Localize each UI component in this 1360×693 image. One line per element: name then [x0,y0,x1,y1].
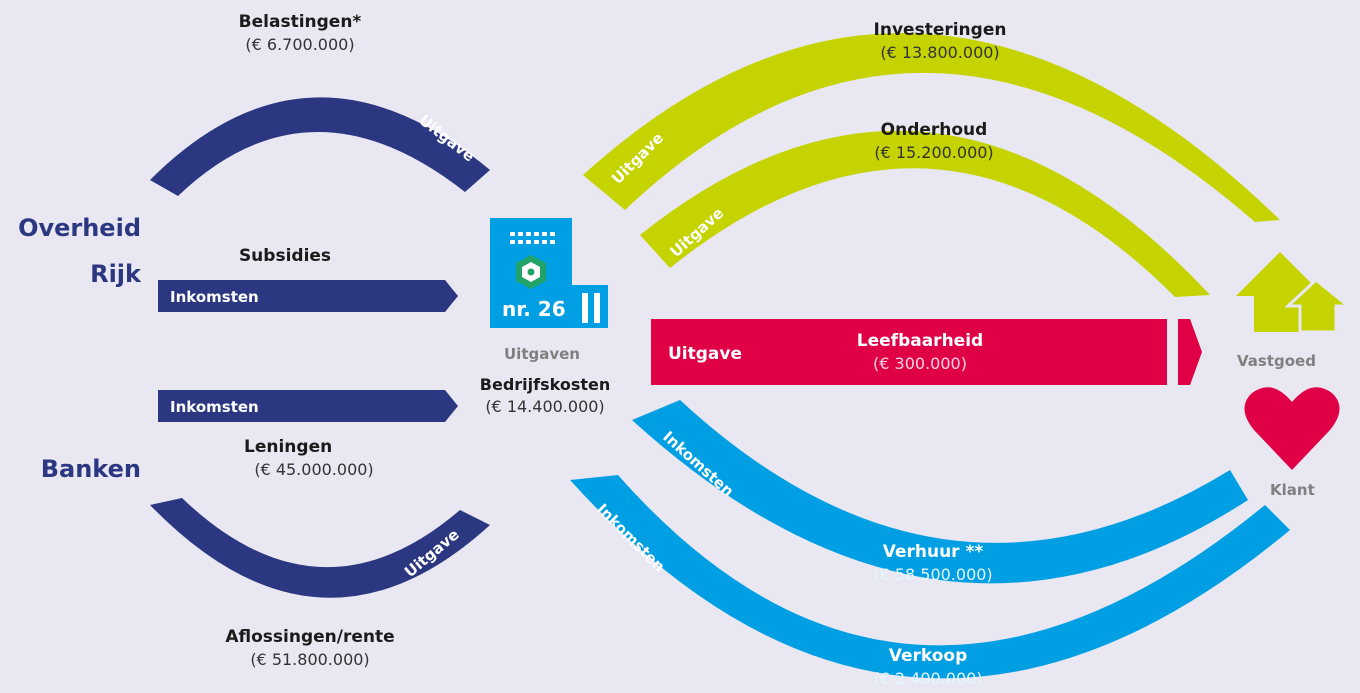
belastingen-arrow [150,97,490,196]
overheid-label: Overheid [18,214,141,242]
onderhoud-arrow [640,130,1210,297]
house-icon [1236,252,1353,334]
verhuur-arrow [632,400,1248,584]
verkoop-value: (€ 2.400.000) [873,669,983,688]
leningen-value: (€ 45.000.000) [254,460,374,479]
heart-icon [1244,387,1340,470]
building-icon: nr. 26 [490,218,608,328]
company-subtitle: Uitgaven [504,345,580,363]
company-block: Bedrijfskosten (€ 14.400.000) [470,375,620,416]
verkoop-title: Verkoop [888,646,968,666]
klant-label: Klant [1270,481,1315,499]
onderhoud-label: Onderhoud (€ 15.200.000) [834,120,1034,162]
leningen-arrow [158,390,458,422]
belastingen-label: Belastingen* (€ 6.700.000) [200,12,400,54]
company-name: nr. 26 [502,297,566,321]
aflossingen-arrow [150,498,490,598]
leningen-arrow-label: Inkomsten [170,398,259,416]
company-value: (€ 14.400.000) [485,397,605,416]
verkoop-arrow [570,475,1290,679]
company-title: Bedrijfskosten [479,375,611,394]
subsidies-title: Subsidies [238,246,332,266]
belastingen-value: (€ 6.700.000) [245,35,355,54]
investeringen-arrow [583,32,1280,222]
aflossingen-value: (€ 51.800.000) [250,650,370,669]
aflossingen-label: Aflossingen/rente (€ 51.800.000) [210,627,410,669]
verhuur-label: Verhuur ** (€ 58.500.000) [833,542,1033,584]
leefbaarheid-title: Leefbaarheid [856,331,984,351]
logo-icon [516,255,546,289]
rijk-label: Rijk [90,260,141,288]
aflossingen-title: Aflossingen/rente [225,627,395,647]
subsidies-arrow [158,280,458,312]
leefbaarheid-label: Leefbaarheid (€ 300.000) [820,331,1020,373]
belastingen-title: Belastingen* [238,12,362,32]
investeringen-label: Investeringen (€ 13.800.000) [840,20,1040,62]
onderhoud-value: (€ 15.200.000) [874,143,994,162]
leningen-label: Leningen (€ 45.000.000) [214,437,414,479]
investeringen-value: (€ 13.800.000) [880,43,1000,62]
banken-label: Banken [40,455,141,483]
vastgoed-label: Vastgoed [1237,352,1316,370]
leefbaarheid-bar [651,319,1167,385]
subsidies-arrow-label: Inkomsten [170,288,259,306]
onderhoud-title: Onderhoud [880,120,988,140]
leningen-title: Leningen [244,437,333,457]
leefbaarheid-value: (€ 300.000) [873,354,967,373]
investeringen-title: Investeringen [873,20,1007,40]
verhuur-value: (€ 58.500.000) [873,565,993,584]
verkoop-label: Verkoop (€ 2.400.000) [828,646,1028,688]
subsidies-label: Subsidies [185,246,385,266]
verhuur-title: Verhuur ** [882,542,984,562]
leefbaarheid-arrowhead [1178,319,1202,385]
leefbaarheid-arrow-label: Uitgave [668,344,742,364]
